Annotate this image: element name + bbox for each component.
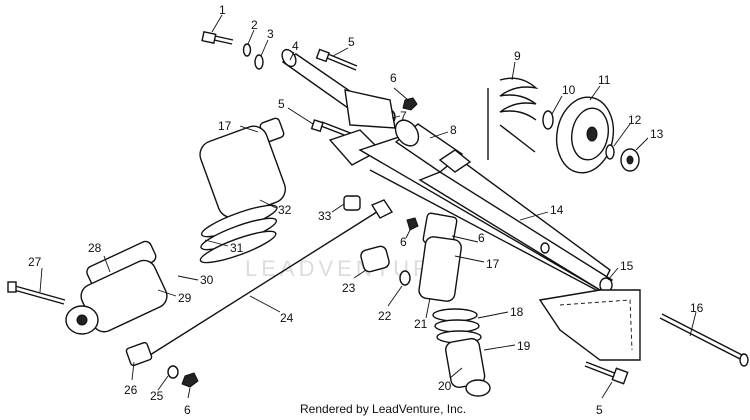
washer-12 [605,144,615,160]
callout-15: 15 [620,259,634,273]
washer-2 [242,43,252,57]
callout-14: 14 [550,203,564,217]
callout-6-upper: 6 [390,71,397,85]
callout-6-front: 6 [478,231,485,245]
bushing-33 [343,195,361,211]
callout-11: 11 [598,73,611,87]
torsion-spring-9 [487,77,539,160]
long-bolt-16 [659,313,749,367]
callout-17-lower: 17 [486,257,500,271]
callout-22: 22 [378,309,392,323]
bushing-26 [125,341,153,367]
washer-22 [399,270,411,286]
callout-29: 29 [178,291,192,305]
callout-28: 28 [88,241,102,255]
callout-2: 2 [251,18,258,32]
callout-32: 32 [278,203,292,217]
spring-31 [199,204,278,264]
callout-20: 20 [438,379,452,393]
rear-shock-absorber [65,117,287,335]
callout-10: 10 [562,83,576,97]
callout-8: 8 [450,123,457,137]
callout-27: 27 [28,255,42,269]
bolt-5-lower [584,361,629,385]
callout-1: 1 [219,3,226,17]
callout-18: 18 [510,305,524,319]
leader-lines [39,14,697,399]
callout-17-upper: 17 [218,119,232,133]
callout-26: 26 [124,383,138,397]
front-shock-absorber [418,212,491,397]
callout-5-upper: 5 [348,35,355,49]
top-bolt-1 [201,31,234,45]
pivot-shaft-8 [394,119,472,173]
bolt-5-upper [315,48,358,71]
rendered-by-credit: Rendered by LeadVenture, Inc. [300,402,467,416]
limiter-rod-24 [125,199,394,367]
washer-25 [167,365,179,379]
callout-5-middle: 5 [278,97,285,111]
shock-eye-20 [465,379,491,397]
idler-wheel-11 [555,96,615,174]
spacer-23 [360,245,390,273]
callout-21: 21 [414,317,428,331]
callout-33: 33 [318,209,332,223]
callout-3: 3 [267,27,274,41]
callout-16: 16 [690,301,704,315]
washer-10 [542,110,554,130]
bolt-27 [7,281,66,305]
callout-6-center: 6 [400,235,407,249]
callout-19: 19 [517,339,531,353]
callout-23: 23 [342,281,356,295]
nut-6-upper [402,97,418,111]
callout-4: 4 [292,39,299,53]
nut-6-center [406,217,419,231]
callout-13: 13 [650,127,664,141]
watermark-text: LEADVENTURE [245,256,452,281]
callout-7: 7 [400,109,407,123]
callout-31: 31 [230,241,244,255]
shock-body-21 [418,236,462,302]
callout-25: 25 [150,389,164,403]
nut-6-lower [181,372,199,388]
spacer-13 [620,148,640,172]
callout-9: 9 [514,49,521,63]
callout-labels: 1 2 3 4 5 6 5 7 8 9 10 11 12 13 14 15 16… [28,3,704,417]
rear-bracket [538,289,641,361]
callout-12: 12 [628,113,642,127]
spring-18 [432,308,482,344]
callout-5-lower: 5 [596,403,603,417]
callout-24: 24 [280,311,294,325]
washer-3 [254,54,264,70]
callout-30: 30 [200,273,214,287]
callout-6-lower: 6 [184,403,191,417]
